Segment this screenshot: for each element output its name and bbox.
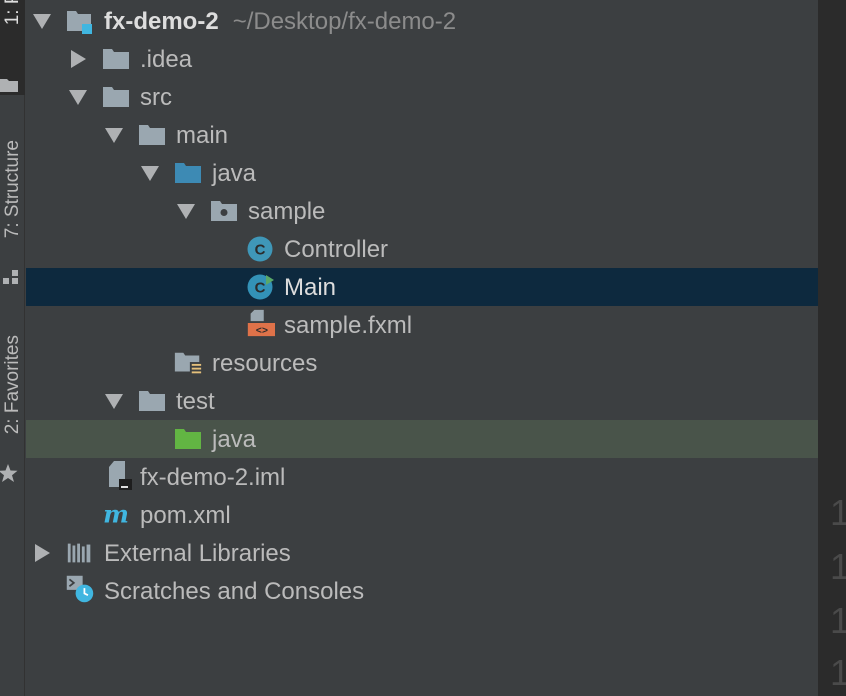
tree-label-sample: sample <box>248 198 326 225</box>
tree-row-sample[interactable]: sample <box>26 192 818 230</box>
expand-arrow-icon[interactable] <box>69 90 87 105</box>
tree-row-resources[interactable]: resources <box>26 344 818 382</box>
tree-label-main: main <box>176 122 229 149</box>
tree-row-src[interactable]: src <box>26 78 818 116</box>
tree-row-controller[interactable]: C Controller <box>26 230 818 268</box>
class-icon: C <box>245 235 275 263</box>
tree-label-root: fx-demo-2 ~/Desktop/fx-demo-2 <box>104 8 456 36</box>
folder-icon <box>137 121 167 149</box>
root-path: ~/Desktop/fx-demo-2 <box>232 8 457 35</box>
structure-icon <box>3 270 18 284</box>
tree-row-main[interactable]: main <box>26 116 818 154</box>
tree-label-iml: fx-demo-2.iml <box>140 464 286 491</box>
star-icon <box>0 464 18 482</box>
folder-icon <box>101 45 131 73</box>
module-folder-icon <box>65 7 95 35</box>
favorites-tab-label: 2: Favorites <box>2 335 23 435</box>
tree-label-controller: Controller <box>284 236 389 263</box>
tool-window-strip: 1: Project 7: Structure 2: Favorites <box>0 0 25 696</box>
gutter-line-number: 1 <box>830 546 846 587</box>
root-name: fx-demo-2 <box>104 8 219 35</box>
tree-row-java-test[interactable]: java <box>26 420 818 458</box>
tree-label-main-class: Main <box>284 274 337 301</box>
folder-icon <box>137 387 167 415</box>
maven-icon: m <box>101 501 131 529</box>
folder-icon <box>0 79 18 92</box>
scratches-icon <box>65 575 95 603</box>
tree-label-src: src <box>140 84 172 111</box>
tree-row-java-main[interactable]: java <box>26 154 818 192</box>
expand-arrow-icon[interactable] <box>105 128 123 143</box>
tree-row-scratches[interactable]: Scratches and Consoles <box>26 572 818 610</box>
tree-label-sample-fxml: sample.fxml <box>284 312 413 339</box>
tree-row-test[interactable]: test <box>26 382 818 420</box>
svg-text:<>: <> <box>256 325 268 337</box>
tree-row-iml[interactable]: fx-demo-2.iml <box>26 458 818 496</box>
tree-row-sample-fxml[interactable]: <> sample.fxml <box>26 306 818 344</box>
gutter-line-number: 1 <box>830 492 846 533</box>
structure-tab-label: 7: Structure <box>2 140 23 239</box>
tree-row-root[interactable]: fx-demo-2 ~/Desktop/fx-demo-2 <box>26 2 818 40</box>
source-root-icon <box>173 159 203 187</box>
tree-label-pom: pom.xml <box>140 502 231 529</box>
folder-icon <box>101 83 131 111</box>
tree-label-java-test: java <box>212 426 257 453</box>
collapse-arrow-icon[interactable] <box>71 50 86 68</box>
tree-label-java-main: java <box>212 160 257 187</box>
tree-row-idea[interactable]: .idea <box>26 40 818 78</box>
libraries-icon <box>65 539 95 567</box>
expand-arrow-icon[interactable] <box>105 394 123 409</box>
favorites-tool-tab[interactable]: 2: Favorites <box>0 335 25 495</box>
package-icon <box>209 197 239 225</box>
expand-arrow-icon[interactable] <box>33 14 51 29</box>
structure-tool-tab[interactable]: 7: Structure <box>0 140 25 295</box>
tree-row-pom[interactable]: m pom.xml <box>26 496 818 534</box>
runnable-class-icon: C <box>245 273 275 301</box>
tree-label-external-libraries: External Libraries <box>104 540 291 567</box>
resources-root-icon <box>173 349 203 377</box>
project-tab-label: 1: Project <box>0 0 25 25</box>
expand-arrow-icon[interactable] <box>177 204 195 219</box>
editor-edge: 1 1 1 1 <box>818 0 846 696</box>
expand-arrow-icon[interactable] <box>141 166 159 181</box>
gutter-line-number: 1 <box>830 600 846 641</box>
tree-label-scratches: Scratches and Consoles <box>104 578 365 605</box>
gutter-line-number: 1 <box>830 652 846 693</box>
tree-label-test: test <box>176 388 215 415</box>
tree-row-external-libraries[interactable]: External Libraries <box>26 534 818 572</box>
iml-file-icon <box>105 461 135 490</box>
tree-label-idea: .idea <box>140 46 193 73</box>
svg-text:m: m <box>103 501 129 529</box>
project-tree[interactable]: fx-demo-2 ~/Desktop/fx-demo-2 .idea src m… <box>26 0 818 696</box>
tree-label-resources: resources <box>212 350 318 377</box>
tree-row-main-class[interactable]: C Main <box>26 268 818 306</box>
test-root-icon <box>173 425 203 453</box>
project-tool-tab[interactable]: 1: Project <box>0 0 25 95</box>
svg-text:C: C <box>255 242 266 259</box>
collapse-arrow-icon[interactable] <box>35 544 50 562</box>
fxml-file-icon: <> <box>245 309 275 337</box>
svg-text:C: C <box>255 280 266 297</box>
